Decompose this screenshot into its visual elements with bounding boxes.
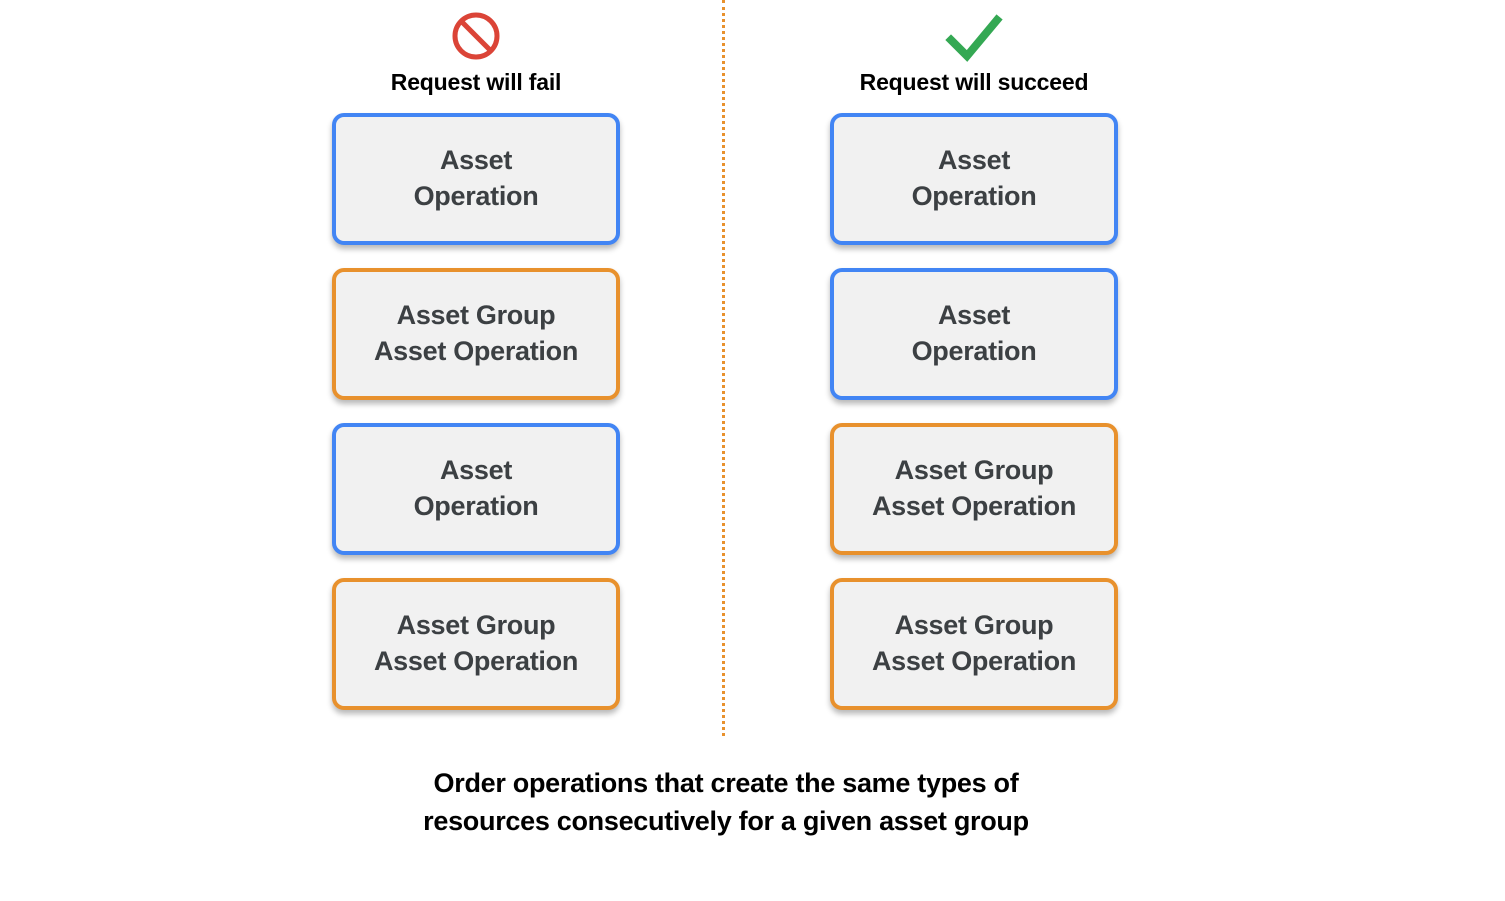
prohibition-icon [332,8,620,66]
operation-box[interactable]: Asset Operation [332,423,620,555]
checkmark-icon [830,8,1118,66]
operation-box-label: Asset Group Asset Operation [373,300,579,366]
operation-box[interactable]: Asset Group Asset Operation [332,268,620,400]
operation-box-label: Asset Group Asset Operation [373,610,579,676]
operation-box-label: Asset Operation [413,455,539,521]
column-header-fail: Request will fail [332,8,620,96]
operation-box[interactable]: Asset Operation [332,113,620,245]
operation-box-label: Asset Group Asset Operation [871,610,1077,676]
operation-box[interactable]: Asset Operation [830,268,1118,400]
operation-box[interactable]: Asset Group Asset Operation [332,578,620,710]
column-header-label-succeed: Request will succeed [859,69,1089,95]
operation-box-label: Asset Group Asset Operation [871,455,1077,521]
operation-box-label: Asset Operation [911,300,1037,366]
operation-box[interactable]: Asset Operation [830,113,1118,245]
operation-stack-succeed: Asset Operation Asset Operation Asset Gr… [830,113,1118,733]
column-header-succeed: Request will succeed [830,8,1118,96]
column-divider [722,0,725,736]
operation-box-label: Asset Operation [911,145,1037,211]
diagram-caption: Order operations that create the same ty… [423,768,1029,837]
operation-box[interactable]: Asset Group Asset Operation [830,423,1118,555]
operation-stack-fail: Asset Operation Asset Group Asset Operat… [332,113,620,733]
column-header-label-fail: Request will fail [390,69,562,95]
operation-box[interactable]: Asset Group Asset Operation [830,578,1118,710]
operation-box-label: Asset Operation [413,145,539,211]
